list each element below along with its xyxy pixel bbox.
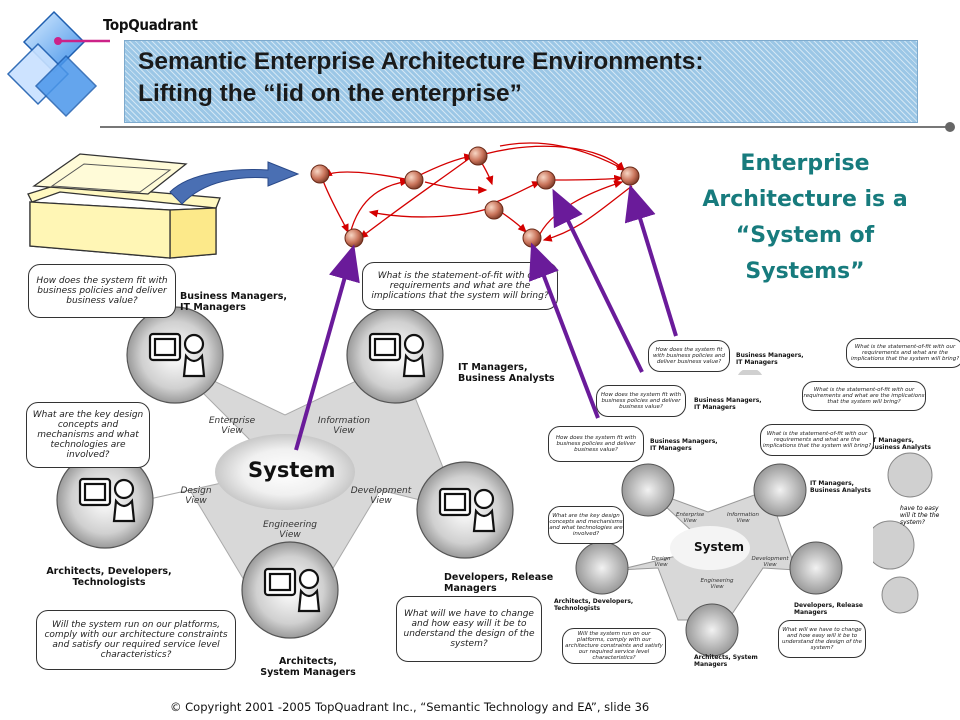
stakeholder-label-it: IT Managers, Business Analysts [458, 362, 555, 384]
pointer-arrow [624, 184, 678, 337]
stakeholder-label-architects-sys: Architects, System Managers [260, 656, 356, 678]
view-label: Enterprise View [676, 512, 705, 524]
view-label-engineering: Engineering View [263, 520, 317, 540]
question-bubble: How does the system fit with business po… [548, 426, 644, 462]
pointer-arrow [529, 242, 600, 419]
person-computer-icon [78, 477, 136, 523]
person-computer-icon [263, 567, 321, 613]
annotation-line3: “System of [735, 223, 875, 248]
question-bubble-it: What is the statement-of-fit with our re… [362, 262, 558, 310]
network-node [468, 146, 488, 166]
question-bubble: What is the statement-of-fit with our re… [760, 424, 874, 456]
title-band [124, 40, 918, 123]
footer-copyright: © Copyright 2001 -2005 TopQuadrant Inc.,… [170, 700, 650, 714]
annotation-line4: Systems” [745, 259, 865, 284]
network-node [536, 170, 556, 190]
question-bubble: What will we have to change and how easy… [778, 620, 866, 658]
network-node [484, 200, 504, 220]
view-label: Design View [651, 556, 671, 568]
question-bubble: What is the statement-of-fit with our re… [802, 381, 926, 411]
stakeholder-label: IT Managers, Business Analysts [810, 480, 871, 494]
slide-title: Semantic Enterprise Architecture Environ… [138, 46, 908, 110]
question-bubble: How does the system fit with business po… [596, 385, 686, 417]
person-computer-icon [148, 332, 206, 378]
pointer-arrow [552, 188, 644, 373]
stakeholder-label-business: Business Managers, IT Managers [180, 291, 287, 313]
view-label-design: Design View [180, 486, 212, 506]
question-bubble: What are the key design concepts and mec… [548, 506, 624, 544]
stakeholder-label: IT Managers, Business Analysts [870, 437, 931, 451]
system-diagram-graphic [56, 306, 514, 639]
network-node [404, 170, 424, 190]
brand-name: TopQuadrant [103, 16, 198, 34]
title-rule [100, 122, 955, 132]
view-label: Development View [751, 556, 789, 568]
topquadrant-logo [6, 10, 110, 118]
view-label: Information View [727, 512, 759, 524]
stakeholder-label: Developers, Release Managers [794, 602, 863, 616]
small-diagram-graphic [575, 463, 843, 657]
annotation-text: Enterprise Architecture is a “System of … [660, 146, 950, 290]
slide-title-line2: Lifting the “lid on the enterprise” [138, 80, 522, 107]
question-fragment: have to easy will it the the system? [900, 505, 940, 526]
stakeholder-label: Architects, System Managers [694, 654, 758, 668]
logo-diamond-bottom [34, 54, 98, 118]
network-node [310, 164, 330, 184]
stakeholder-label: Business Managers, IT Managers [694, 397, 762, 411]
question-bubble-business: How does the system fit with business po… [28, 264, 176, 318]
system-center-label: System [248, 458, 336, 482]
system-diagram-copy-front: How does the system fit with business po… [548, 420, 874, 670]
pointer-arrow [294, 244, 360, 451]
question-bubble-design: What are the key design concepts and mec… [26, 402, 150, 468]
diagram-shading [865, 452, 933, 614]
stakeholder-label-developers: Developers, Release Managers [444, 572, 554, 594]
question-bubble-platform: Will the system run on our platforms, co… [36, 610, 236, 670]
annotation-line1: Enterprise [740, 151, 870, 176]
question-bubble: Will the system run on our platforms, co… [562, 628, 666, 664]
view-label-information: Information View [317, 416, 371, 436]
stakeholder-label: Architects, Developers, Technologists [554, 598, 634, 612]
question-bubble-developers: What will we have to change and how easy… [396, 596, 542, 662]
person-computer-icon [438, 487, 496, 533]
view-label: Engineering View [700, 578, 734, 590]
system-network [310, 142, 640, 248]
stakeholder-label-architects-dev: Architects, Developers, Technologists [46, 566, 172, 588]
system-label: System [694, 540, 744, 554]
stakeholder-label: Business Managers, IT Managers [650, 438, 718, 452]
annotation-line2: Architecture is a [702, 187, 908, 212]
enterprise-box-with-lid [27, 153, 300, 259]
slide-title-line1: Semantic Enterprise Architecture Environ… [138, 48, 704, 75]
question-bubble: How does the system fit with business po… [648, 340, 730, 372]
stakeholder-label: Business Managers, IT Managers [736, 352, 804, 366]
view-label-enterprise: Enterprise View [208, 416, 256, 436]
view-label-development: Development View [350, 486, 412, 506]
question-bubble: What is the statement-of-fit with our re… [846, 338, 960, 368]
person-computer-icon [368, 332, 426, 378]
